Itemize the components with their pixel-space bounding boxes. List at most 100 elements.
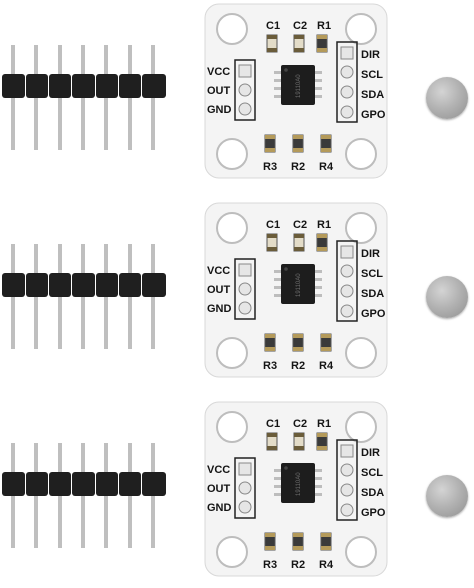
pad-round [238,102,252,116]
pin-label-scl: SCL [361,467,383,479]
sensor-board-3: C1 C2 R1 VCC OUT GND 19110A0 DIR SCL SDA [204,401,388,577]
header-plastic [2,273,166,297]
pin-label-vcc: VCC [207,464,230,476]
label-r3: R3 [263,161,277,173]
kit-row-2: C1 C2 R1 VCC OUT GND 19110A0 DIR SCL SDA [0,199,474,389]
soic-chip: 19110A0 [274,264,322,304]
mount-hole [345,536,377,568]
label-r2: R2 [291,161,305,173]
label-c1: C1 [266,418,280,430]
label-r2: R2 [291,360,305,372]
pin-label-sda: SDA [361,288,384,300]
pin-label-gpo: GPO [361,109,386,121]
kit-row-3: C1 C2 R1 VCC OUT GND 19110A0 DIR SCL SDA [0,398,474,588]
mount-hole [345,212,377,244]
pad-round [238,301,252,315]
pin-label-gpo: GPO [361,308,386,320]
right-pin-frame [336,41,358,123]
pad-round [340,85,354,99]
pad-round [238,282,252,296]
pad-round [238,481,252,495]
pad-square [238,64,252,78]
pad-round [340,304,354,318]
pad-round [340,483,354,497]
left-pin-frame [234,258,256,320]
chip-marking: 19110A0 [296,273,302,297]
mount-hole [345,337,377,369]
bottom-components [264,333,332,352]
label-r4: R4 [319,360,334,372]
pad-round [238,500,252,514]
pin-label-scl: SCL [361,268,383,280]
mount-hole [345,138,377,170]
pin-label-sda: SDA [361,89,384,101]
top-components [266,432,328,451]
pad-round [340,463,354,477]
mount-hole [216,13,248,45]
label-r3: R3 [263,360,277,372]
soic-chip: 19110A0 [274,463,322,503]
label-c2: C2 [293,219,307,231]
pin-label-out: OUT [207,85,231,97]
pin-label-vcc: VCC [207,66,230,78]
pin-label-gnd: GND [207,303,232,315]
pad-round [340,105,354,119]
magnet-disc-3 [426,475,468,517]
chip-marking: 19110A0 [296,74,302,98]
pin-label-out: OUT [207,483,231,495]
mount-hole [216,536,248,568]
pin-label-vcc: VCC [207,265,230,277]
sensor-board-2: C1 C2 R1 VCC OUT GND 19110A0 DIR SCL SDA [204,202,388,378]
pin-label-gnd: GND [207,502,232,514]
label-r1: R1 [317,20,331,32]
soic-chip: 19110A0 [274,65,322,105]
label-r3: R3 [263,559,277,571]
right-pin-frame [336,439,358,521]
pin-label-dir: DIR [361,49,380,61]
mount-hole [216,411,248,443]
label-r4: R4 [319,559,334,571]
magnet-disc-2 [426,276,468,318]
label-r1: R1 [317,418,331,430]
label-r4: R4 [319,161,334,173]
label-r1: R1 [317,219,331,231]
pin-header-3 [2,443,166,548]
mount-hole [216,212,248,244]
pin-label-out: OUT [207,284,231,296]
pin-header-1 [2,45,166,150]
pad-round [340,284,354,298]
pin-label-sda: SDA [361,487,384,499]
header-plastic [2,74,166,98]
label-c1: C1 [266,20,280,32]
pad-square [340,245,354,259]
left-pin-frame [234,59,256,121]
top-components [266,34,328,53]
pin-label-gnd: GND [207,104,232,116]
label-c1: C1 [266,219,280,231]
pad-square [340,444,354,458]
chip-marking: 19110A0 [296,472,302,496]
label-c2: C2 [293,20,307,32]
mount-hole [216,138,248,170]
pin-label-gpo: GPO [361,507,386,519]
pad-square [340,46,354,60]
pad-square [238,462,252,476]
mount-hole [345,411,377,443]
label-r2: R2 [291,559,305,571]
pin-label-dir: DIR [361,248,380,260]
bottom-components [264,532,332,551]
magnet-disc-1 [426,77,468,119]
pad-round [340,65,354,79]
pin-label-scl: SCL [361,69,383,81]
header-plastic [2,472,166,496]
mount-hole [345,13,377,45]
left-pin-frame [234,457,256,519]
pin-label-dir: DIR [361,447,380,459]
pad-round [238,83,252,97]
pad-round [340,503,354,517]
pad-square [238,263,252,277]
right-pin-frame [336,240,358,322]
pad-round [340,264,354,278]
mount-hole [216,337,248,369]
label-c2: C2 [293,418,307,430]
